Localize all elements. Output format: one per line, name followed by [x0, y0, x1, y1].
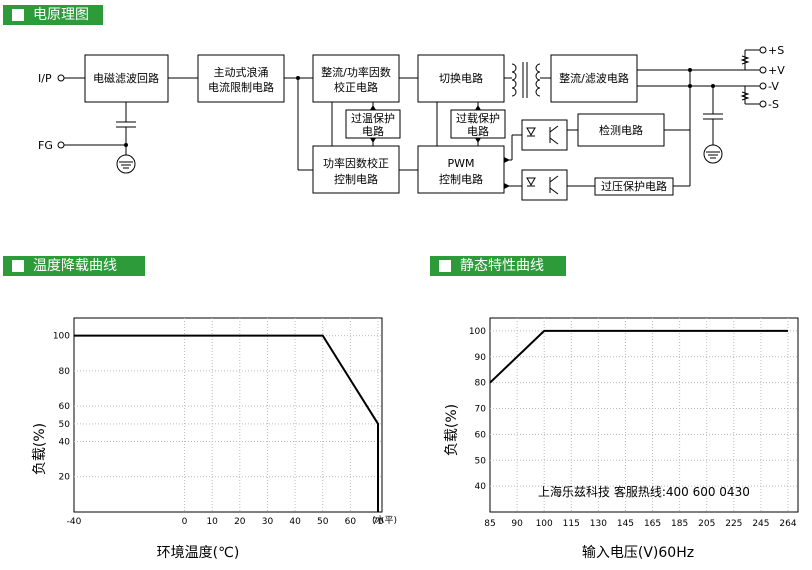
pfc-control-label-2: 控制电路 — [334, 172, 378, 186]
block-diagram: I/P FG +S +V -V -S 电磁滤波回路 主动式浪涌 电流限制电路 整… — [38, 44, 785, 201]
input-port — [57, 74, 65, 82]
input-port-label: I/P — [38, 72, 52, 85]
derating-y-tick-label: 50 — [59, 420, 71, 430]
derating-x-tick-label: 30 — [262, 517, 274, 527]
derating-header: 温度降载曲线 — [3, 256, 145, 276]
emi-filter-label: 电磁滤波回路 — [93, 72, 159, 85]
header-square-icon — [12, 260, 24, 272]
static-x-tick-label: 145 — [617, 519, 634, 529]
derating-x-tick-label: 10 — [206, 517, 218, 527]
switch-label: 切换电路 — [439, 71, 483, 85]
ovp-label: 过压保护电路 — [601, 179, 667, 193]
watermark-text: 上海乐兹科技 客服热线:400 600 0430 — [538, 484, 750, 499]
olp-label-1: 过载保护 — [456, 111, 500, 125]
pwm-label-1: PWM — [447, 157, 474, 170]
header-square-icon — [12, 9, 24, 21]
static-y-tick-label: 50 — [475, 456, 487, 466]
static-ylabel: 负载(%) — [444, 404, 460, 456]
static-header: 静态特性曲线 — [430, 256, 566, 276]
detect-label: 检测电路 — [599, 123, 643, 137]
pos-v-port — [759, 66, 767, 74]
schematic-header: 电原理图 — [3, 5, 103, 25]
static-y-tick-label: 70 — [475, 405, 487, 415]
derating-y-tick-label: 40 — [59, 437, 71, 447]
static-x-tick-label: 264 — [779, 519, 796, 529]
static-x-tick-label: 115 — [563, 519, 580, 529]
pfc-label-2: 校正电路 — [334, 80, 378, 94]
derating-x-tick-label: 50 — [317, 517, 329, 527]
static-x-tick-label: 90 — [511, 519, 523, 529]
pwm-label-2: 控制电路 — [439, 172, 483, 186]
derating-x-tick-label: 20 — [234, 517, 246, 527]
static-series-line — [489, 329, 788, 384]
otp-label-1: 过温保护 — [351, 111, 395, 125]
static-x-tick-label: 100 — [536, 519, 553, 529]
neg-s-label: -S — [768, 98, 779, 111]
derating-x-unit-note: (水平) — [372, 514, 397, 526]
derating-x-tick-label: 0 — [182, 517, 188, 527]
static-xlabel: 输入电压(V)60Hz — [582, 545, 694, 561]
static-x-tick-label: 185 — [671, 519, 688, 529]
neg-s-port — [759, 100, 767, 108]
derating-header-text: 温度降载曲线 — [33, 258, 117, 274]
derating-ylabel: 负载(%) — [32, 423, 48, 475]
fg-port-label: FG — [38, 139, 53, 152]
derating-plot: -40 0 10 20 30 40 50 60 70 20 40 50 60 80 100 — [53, 317, 384, 527]
neg-v-port — [759, 82, 767, 90]
static-y-tick-label: 80 — [475, 379, 487, 389]
static-x-tick-label: 205 — [698, 519, 715, 529]
pos-s-port — [759, 46, 767, 54]
static-x-tick-label: 225 — [725, 519, 742, 529]
olp-label-2: 电路 — [467, 125, 489, 138]
derating-y-tick-label: 60 — [59, 402, 71, 412]
derating-y-tick-label: 100 — [53, 332, 70, 342]
pfc-label-1: 整流/功率因数 — [321, 65, 391, 79]
static-plot: 85 90 100 115 130 145 165 185 205 225 245 264 40 50 60… — [469, 317, 799, 529]
otp-label-2: 电路 — [362, 125, 384, 138]
schematic-header-text: 电原理图 — [33, 7, 89, 23]
derating-y-tick-label: 80 — [59, 367, 71, 377]
rectifier-label: 整流/滤波电路 — [559, 71, 629, 85]
static-y-tick-label: 90 — [475, 353, 487, 363]
derating-x-tick-label: 40 — [289, 517, 301, 527]
pos-v-label: +V — [768, 64, 785, 77]
pfc-control-label-1: 功率因数校正 — [323, 156, 389, 170]
derating-x-tick-label: 70 — [372, 517, 384, 527]
static-y-tick-label: 60 — [475, 430, 487, 440]
fg-port — [57, 141, 65, 149]
derating-xlabel: 环境温度(℃) — [157, 545, 240, 561]
static-y-tick-label: 100 — [469, 327, 486, 337]
derating-x-tick-label: 60 — [345, 517, 357, 527]
static-y-tick-label: 40 — [475, 482, 487, 492]
derating-plot-frame — [73, 317, 383, 513]
static-x-tick-label: 85 — [484, 519, 495, 529]
derating-y-tick-label: 20 — [59, 473, 71, 483]
header-square-icon — [439, 260, 451, 272]
derating-x-tick-label: -40 — [67, 517, 82, 527]
optocoupler-lower — [521, 169, 568, 201]
optocoupler-upper — [521, 119, 568, 151]
inrush-label-2: 电流限制电路 — [208, 80, 274, 94]
static-x-tick-label: 245 — [752, 519, 769, 529]
derating-series-line — [74, 334, 379, 512]
static-header-text: 静态特性曲线 — [460, 258, 544, 274]
neg-v-label: -V — [768, 80, 779, 93]
static-plot-frame — [489, 317, 799, 513]
static-x-tick-label: 130 — [590, 519, 607, 529]
static-x-tick-label: 165 — [644, 519, 661, 529]
pos-s-label: +S — [768, 44, 784, 57]
inrush-label-1: 主动式浪涌 — [214, 65, 269, 79]
